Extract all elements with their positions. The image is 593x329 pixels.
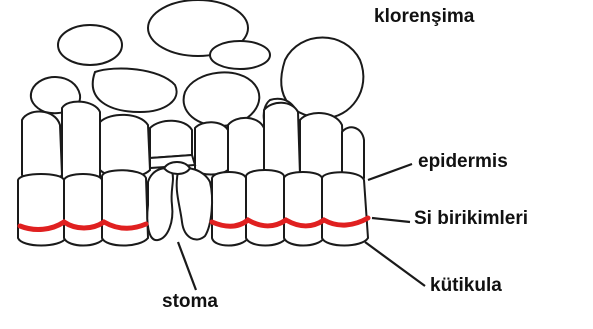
palisade-cell [22,112,62,183]
epidermis-label: epidermis [418,152,508,171]
epidermis-cell [64,174,104,246]
guard-cell-left [147,168,173,240]
epidermis-cell [102,170,148,245]
palisade-cell [195,122,228,174]
epidermis-cell [212,172,248,246]
palisade-cell [100,115,150,178]
stoma-label: stoma [162,292,218,311]
mesophyll-label: klorenşima [374,7,474,26]
epidermis-cell [284,172,324,246]
mesophyll-cell [58,25,122,65]
epidermis-cell [322,172,368,245]
cuticle-label: kütikula [430,276,502,295]
guard-cell-top [164,162,190,174]
cuticle-leader [365,242,425,286]
silica-leader [372,218,410,222]
guard-cell-right [177,168,212,239]
silica-label: Si birikimleri [414,209,528,228]
stoma-leader [178,242,196,290]
mesophyll-cell [210,41,270,69]
palisade-cell [62,102,100,184]
epidermis-cell [18,174,66,246]
palisade-cell [150,121,192,158]
epidermis-leader [368,164,412,180]
epidermis-cell [246,170,286,246]
mesophyll-cell [93,68,177,112]
